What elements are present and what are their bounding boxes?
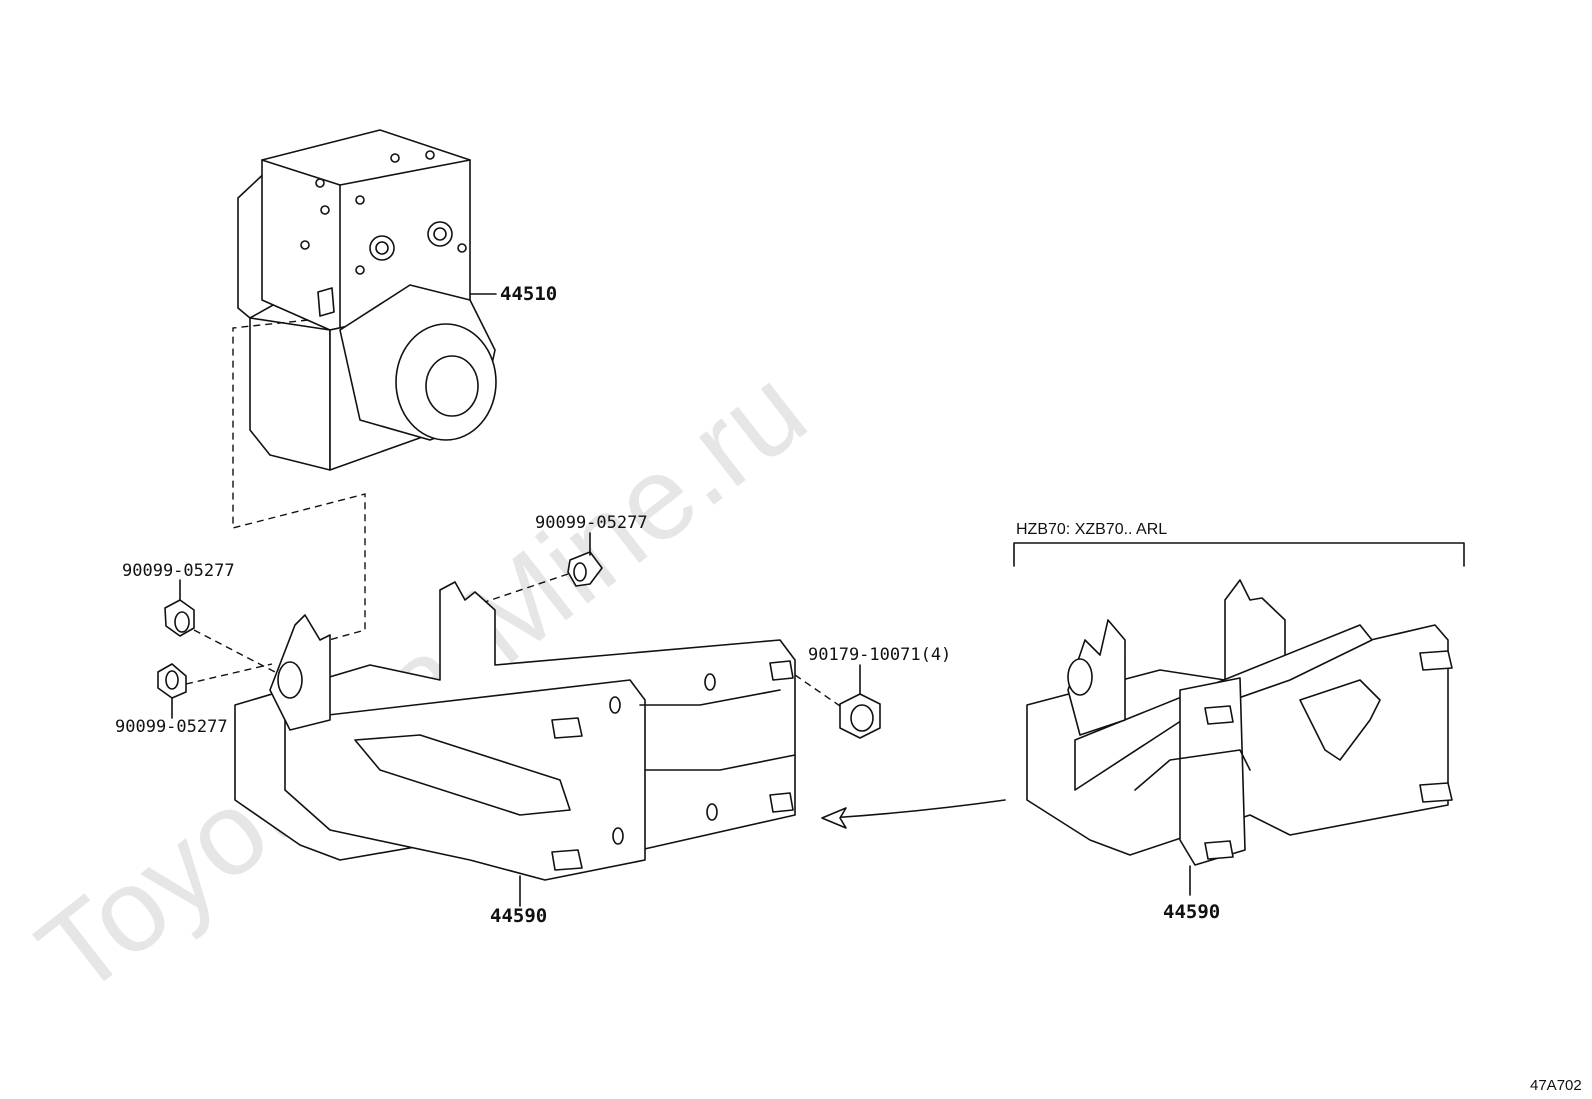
callout-44590-left: 44590 xyxy=(490,905,547,927)
callout-90179-10071: 90179-10071(4) xyxy=(808,645,951,665)
figure-code: 47A702 xyxy=(1530,1077,1582,1094)
bracket-left xyxy=(234,581,796,907)
variant-bracket-line xyxy=(1013,542,1465,567)
callout-44510: 44510 xyxy=(500,283,557,305)
callout-90099-05277-left-lower: 90099-05277 xyxy=(115,717,228,737)
clip-nut-top xyxy=(567,532,603,587)
callout-90099-05277-top: 90099-05277 xyxy=(535,513,648,533)
callout-90099-05277-left-upper: 90099-05277 xyxy=(122,561,235,581)
callout-44590-right: 44590 xyxy=(1163,901,1220,923)
variant-note: HZB70: XZB70.. ARL xyxy=(1016,521,1167,538)
variant-arrow xyxy=(829,799,1006,819)
clip-nut-left-upper xyxy=(164,579,195,637)
bracket-right xyxy=(1026,579,1453,896)
abs-actuator xyxy=(237,129,497,471)
clip-nut-left-lower xyxy=(157,663,187,719)
flange-nut xyxy=(839,664,881,739)
